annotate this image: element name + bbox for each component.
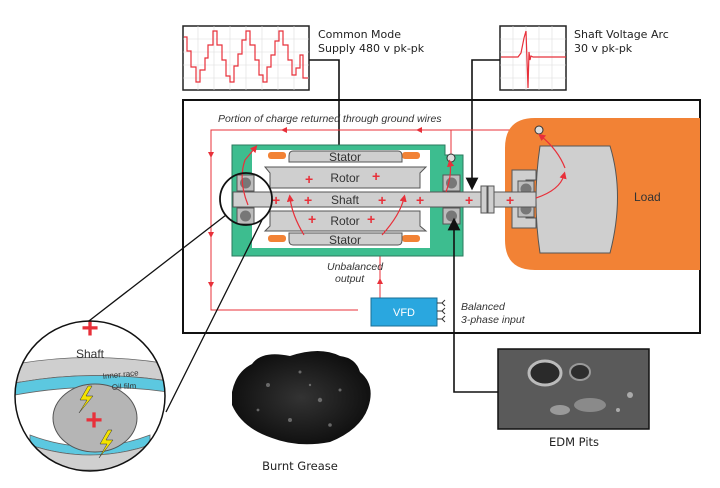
coupling (487, 185, 495, 214)
bearing-detail: + Shaft Inner race Oil film + (14, 312, 166, 472)
inner-race-label: Inner race (102, 368, 139, 381)
stator-winding-end (268, 152, 286, 159)
svg-text:+: + (378, 192, 386, 208)
vfd: VFD (370, 297, 446, 327)
charge-plus-signs: + + + + + + + + + + (272, 168, 514, 227)
bearing-magnifier-ring (219, 172, 273, 226)
shaft-arc-title-line1: Shaft Voltage Arc (574, 28, 669, 41)
common-mode-scope: Common Mode Supply 480 v pk-pk (182, 25, 425, 91)
motor: Stator Stator Rotor Rotor Shaft + + + (231, 133, 567, 257)
common-mode-waveform (184, 30, 308, 83)
common-mode-probe-line (309, 59, 346, 159)
shaft-arc-waveform (501, 30, 566, 89)
motor-ground-terminal (446, 153, 456, 163)
shaft-arc-scope: Shaft Voltage Arc 30 v pk-pk (499, 25, 669, 91)
balanced-input-line2: 3-phase input (461, 314, 526, 326)
common-mode-title-line2: Supply 480 v pk-pk (318, 42, 425, 55)
rotor-top (263, 166, 428, 189)
common-mode-title-line1: Common Mode (318, 28, 401, 41)
detail-shaft-label: Shaft (76, 347, 105, 361)
shaft-arc-probe-line (465, 59, 500, 191)
svg-text:+: + (308, 211, 316, 227)
ball-bearing-element (52, 383, 138, 453)
stator-winding-end (402, 152, 420, 159)
stator-top (288, 150, 403, 163)
edm-pits-caption: EDM Pits (549, 435, 599, 449)
stator-winding-end (402, 235, 420, 242)
ball-charge-plus: + (85, 404, 103, 437)
ground-return-note: Portion of charge returned through groun… (218, 113, 442, 125)
svg-text:+: + (272, 192, 280, 208)
load-ground-terminal (534, 125, 544, 135)
burnt-grease-photo: Burnt Grease (232, 351, 371, 473)
spark-icon (98, 429, 114, 459)
current-path-arrows (241, 133, 567, 236)
rotor-bottom-label: Rotor (330, 214, 359, 228)
svg-text:+: + (372, 168, 380, 184)
scope-frame (499, 25, 567, 91)
svg-text:+: + (305, 171, 313, 187)
shaft (232, 191, 537, 208)
rotor-bottom (263, 210, 428, 232)
stator-bottom-label: Stator (329, 233, 361, 247)
svg-text:+: + (304, 192, 312, 208)
unbalanced-output-line2: output (335, 273, 365, 285)
burnt-grease-caption: Burnt Grease (262, 459, 338, 473)
edm-pits-pointer-line (447, 217, 498, 393)
stator-top-label: Stator (329, 150, 361, 164)
svg-text:+: + (465, 192, 473, 208)
stator-winding-end (268, 235, 286, 242)
magnifier-leader-line (84, 214, 227, 325)
stator-bottom (288, 232, 403, 246)
coupling (480, 185, 488, 214)
oil-film-label: Oil film (112, 381, 137, 392)
svg-text:+: + (367, 211, 375, 227)
svg-text:+: + (416, 192, 424, 208)
shaft-charge-plus: + (81, 312, 99, 345)
vfd-input-terminals (437, 299, 446, 323)
balanced-input-line1: Balanced (461, 301, 506, 313)
svg-text:+: + (506, 192, 514, 208)
shaft-arc-title-line2: 30 v pk-pk (574, 42, 633, 55)
load-label: Load (634, 190, 661, 204)
magnifier-leader-line (165, 219, 263, 413)
shaft-label: Shaft (331, 193, 360, 207)
edm-pits-photo: EDM Pits (497, 348, 650, 449)
spark-icon (78, 385, 94, 414)
rotor-top-label: Rotor (330, 171, 359, 185)
unbalanced-output-line1: Unbalanced (327, 261, 384, 273)
load-rotor (535, 145, 618, 254)
vfd-label: VFD (393, 307, 415, 319)
vfd-box (370, 297, 438, 327)
detail-ring (14, 320, 166, 472)
ground-wire-arrows (208, 127, 422, 288)
